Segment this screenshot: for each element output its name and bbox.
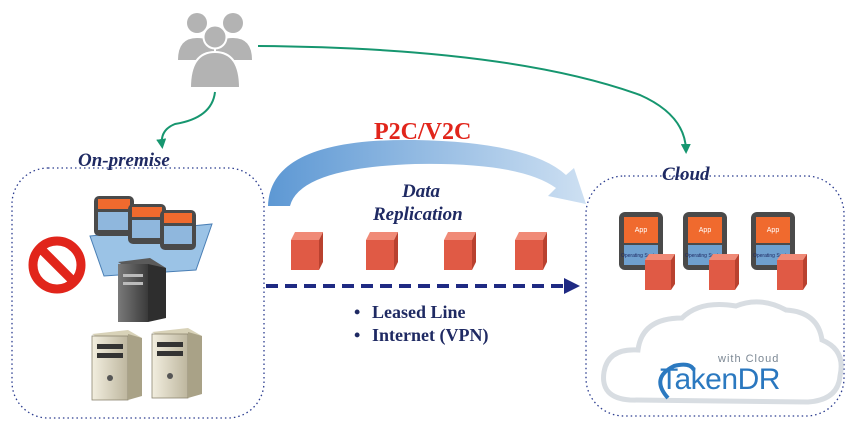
connection-label: Internet (VPN)	[372, 325, 489, 345]
prohibited-icon	[28, 236, 86, 294]
logo-swoosh	[658, 362, 696, 400]
logo-wordmark-part2: DR	[737, 363, 781, 396]
cloud-label: Cloud	[662, 164, 710, 185]
users-to-cloud-arrow	[257, 45, 691, 154]
replication-arrow	[266, 278, 580, 294]
logo-wordmark-part1: Taken	[660, 363, 738, 396]
vm-os-text: Operating System	[685, 253, 725, 259]
vm-os-text: Operating System	[621, 253, 661, 259]
vm-app-text: App	[635, 227, 648, 234]
users-icon	[178, 13, 252, 89]
logo-tagline: with Cloud	[718, 353, 780, 365]
connection-label: Leased Line	[372, 302, 466, 322]
data-block-icon	[515, 232, 547, 270]
vm-app-text: App	[699, 227, 712, 234]
server-icon	[151, 328, 202, 399]
data-block-icon	[444, 232, 476, 270]
bullet-glyph: •	[354, 302, 361, 322]
logo-wordmark: TakenDR	[660, 363, 780, 397]
vm-app-text: App	[767, 227, 780, 234]
replication-label-line2: Replication	[373, 204, 463, 225]
migration-label: P2C/V2C	[374, 119, 472, 145]
on-premise-label: On-premise	[78, 150, 170, 171]
replication-label-line1: Data	[402, 181, 440, 202]
tower-server-icon	[118, 258, 166, 322]
cloud-box	[585, 175, 845, 417]
p2c-arc-arrow	[268, 139, 586, 206]
bullet-glyph: •	[354, 325, 361, 345]
data-block-icon	[291, 232, 323, 270]
server-icon	[91, 330, 142, 401]
on-premise-box	[11, 167, 265, 419]
data-blocks	[291, 232, 547, 270]
data-block-icon	[366, 232, 398, 270]
connection-item: • Leased Line	[354, 302, 466, 323]
vm-os-text: Operating System	[753, 253, 793, 259]
users-to-onprem-arrow	[156, 91, 216, 149]
connection-item: • Internet (VPN)	[354, 325, 488, 346]
